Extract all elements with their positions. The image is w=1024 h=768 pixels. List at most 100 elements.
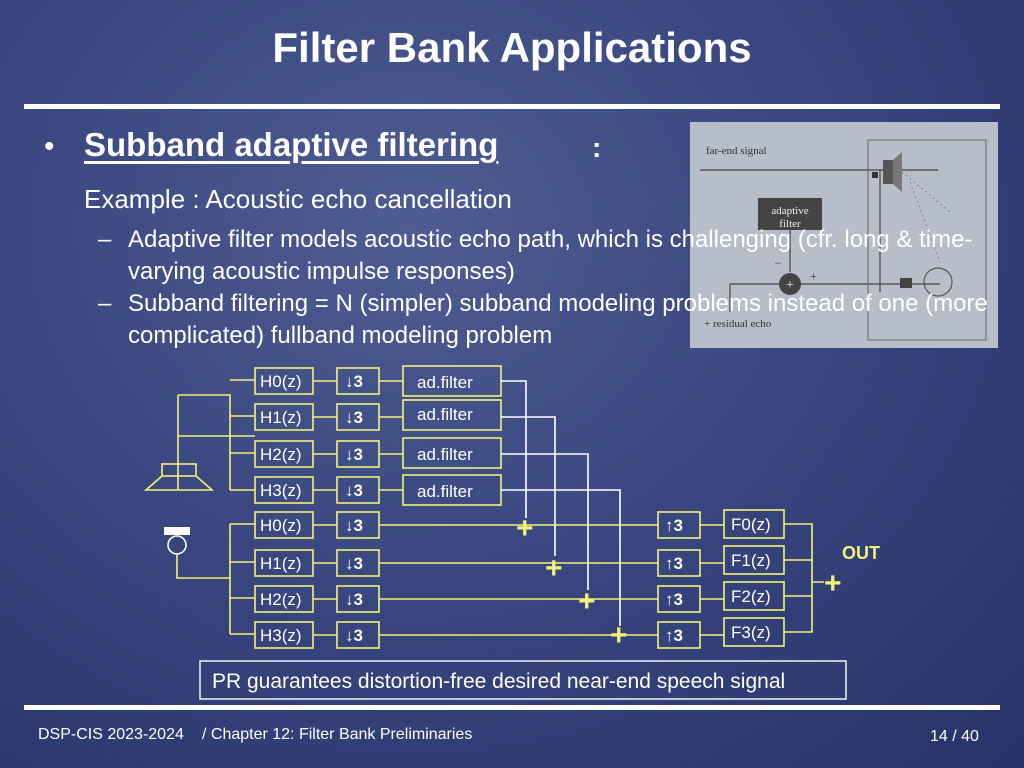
- sum-node-2: +: [578, 585, 596, 618]
- sub-item-subband: Subband filtering = N (simpler) subband …: [128, 290, 988, 349]
- decimator-top-2: ↓3: [336, 440, 380, 468]
- echo-setup-figure: far-end signal adaptive filter + − + + r…: [690, 122, 998, 348]
- adaptive-label-1: adaptive: [771, 205, 808, 217]
- figure-minus: −: [775, 256, 782, 270]
- svg-text:↓3: ↓3: [345, 372, 363, 391]
- analysis-filter-h3-bottom: H3(z): [254, 621, 314, 649]
- note-text: PR guarantees distortion-free desired ne…: [212, 670, 785, 693]
- decimator-feed-bottom: [313, 524, 337, 636]
- analysis-filter-h2-bottom: H2(z): [254, 585, 314, 613]
- footer-chapter: / Chapter 12: Filter Bank Preliminaries: [202, 726, 473, 743]
- svg-text:↓3: ↓3: [345, 626, 363, 645]
- analysis-filter-h0-bottom: H0(z): [254, 511, 314, 539]
- svg-text:F1(z): F1(z): [731, 551, 771, 570]
- decimator-bottom-0: ↓3: [336, 511, 380, 539]
- decimator-bottom-3: ↓3: [336, 621, 380, 649]
- svg-text:H1(z): H1(z): [260, 554, 302, 573]
- sum-node-1: +: [545, 552, 563, 585]
- svg-text:H2(z): H2(z): [260, 445, 302, 464]
- svg-text:↓3: ↓3: [345, 481, 363, 500]
- expander-2: ↑3: [657, 585, 701, 613]
- sub-item-dash: –: [98, 290, 112, 317]
- svg-text:H0(z): H0(z): [260, 516, 302, 535]
- svg-text:H2(z): H2(z): [260, 590, 302, 609]
- svg-text:ad.filter: ad.filter: [417, 373, 473, 392]
- final-sum-node: +: [824, 567, 842, 600]
- svg-text:ad.filter: ad.filter: [417, 482, 473, 501]
- svg-text:H3(z): H3(z): [260, 481, 302, 500]
- adfilter-out-1: [501, 416, 556, 556]
- synthesis-feed: [700, 524, 724, 636]
- decimator-feed-top: [313, 380, 337, 491]
- bottom-divider: [24, 705, 1000, 710]
- decimator-top-3: ↓3: [336, 476, 380, 504]
- example-line: Example : Acoustic echo cancellation: [84, 184, 512, 214]
- adfilter-out-2: [501, 453, 589, 590]
- svg-text:↑3: ↑3: [665, 516, 683, 535]
- svg-text:↑3: ↑3: [665, 626, 683, 645]
- analysis-filter-h1-top: H1(z): [254, 403, 314, 431]
- sum-node-0: +: [516, 512, 534, 545]
- analysis-bottom-feed: [229, 523, 255, 635]
- synthesis-filter-f3: F3(z): [723, 617, 785, 647]
- residual-echo-label: + residual echo: [704, 318, 772, 330]
- figure-sum-plus: +: [786, 278, 794, 293]
- svg-text:ad.filter: ad.filter: [417, 405, 473, 424]
- input-wire: [178, 394, 231, 490]
- analysis-top-feed: [230, 379, 255, 491]
- svg-text:H3(z): H3(z): [260, 626, 302, 645]
- svg-text:↑3: ↑3: [665, 590, 683, 609]
- bullet-marker: •: [44, 130, 55, 163]
- bullet-heading: Subband adaptive filtering: [84, 126, 499, 163]
- analysis-filter-h0-top: H0(z): [254, 367, 314, 395]
- svg-text:ad.filter: ad.filter: [417, 445, 473, 464]
- far-end-label: far-end signal: [706, 145, 767, 157]
- adaptive-filter-0: ad.filter: [402, 365, 502, 397]
- synthesis-filter-f1: F1(z): [723, 545, 785, 575]
- svg-text:↓3: ↓3: [345, 445, 363, 464]
- svg-text:H0(z): H0(z): [260, 372, 302, 391]
- adfilter-feed: [379, 380, 403, 491]
- synthesis-filter-f0: F0(z): [723, 509, 785, 539]
- mic-wire: [176, 554, 230, 579]
- synthesis-out: [784, 523, 824, 633]
- microphone-icon: [900, 278, 912, 288]
- decimator-bottom-1: ↓3: [336, 549, 380, 577]
- decimator-bottom-2: ↓3: [336, 585, 380, 613]
- adfilter-out-3: [501, 489, 621, 626]
- decimator-top-0: ↓3: [336, 367, 380, 395]
- decimator-top-1: ↓3: [336, 403, 380, 431]
- expander-1: ↑3: [657, 549, 701, 577]
- bullet-colon: :: [592, 132, 602, 163]
- expander-3: ↑3: [657, 621, 701, 649]
- analysis-filter-h3-top: H3(z): [254, 476, 314, 504]
- synthesis-filter-f2: F2(z): [723, 581, 785, 611]
- analysis-filter-h1-bottom: H1(z): [254, 549, 314, 577]
- adaptive-filter-2: ad.filter: [402, 437, 502, 469]
- note-box: [199, 660, 847, 700]
- top-divider: [24, 104, 1000, 109]
- footer-page-number: 14 / 40: [930, 728, 979, 745]
- svg-text:F3(z): F3(z): [731, 623, 771, 642]
- sum-node-3: +: [610, 619, 628, 652]
- adfilter-out-0: [501, 380, 527, 518]
- footer-course: DSP-CIS 2023-2024: [38, 726, 184, 743]
- figure-plus: +: [810, 269, 817, 283]
- svg-text:F2(z): F2(z): [731, 587, 771, 606]
- loudspeaker-icon: [143, 463, 215, 491]
- svg-text:↓3: ↓3: [345, 554, 363, 573]
- svg-text:↑3: ↑3: [665, 554, 683, 573]
- speaker-head-icon: [923, 267, 953, 297]
- microphone-icon: [164, 527, 190, 555]
- svg-text:↓3: ↓3: [345, 590, 363, 609]
- expander-0: ↑3: [657, 511, 701, 539]
- loudspeaker-icon: [883, 160, 893, 184]
- adaptive-label-2: filter: [779, 218, 801, 230]
- slide-title: Filter Bank Applications: [272, 24, 752, 71]
- adaptive-filter-1: ad.filter: [402, 399, 502, 431]
- svg-text:↓3: ↓3: [345, 408, 363, 427]
- sub-item-dash: –: [98, 226, 112, 253]
- svg-text:↓3: ↓3: [345, 516, 363, 535]
- sub-item-echo-path: Adaptive filter models acoustic echo pat…: [128, 226, 973, 285]
